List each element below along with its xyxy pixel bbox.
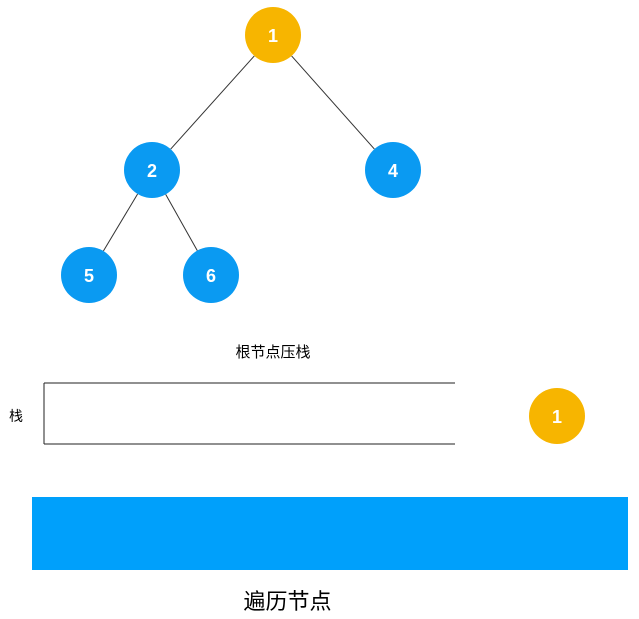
pushing-node-circle — [529, 388, 585, 444]
tree-node-1-label: 1 — [268, 26, 278, 46]
edge-n2-n6 — [165, 194, 198, 251]
tree-node-4-circle — [365, 142, 421, 198]
tree-node-5-circle — [61, 247, 117, 303]
edge-n2-n5 — [102, 193, 139, 252]
step-caption: 根节点压栈 — [235, 343, 311, 361]
stack-container — [43, 382, 455, 445]
pushing-node: 1 — [529, 388, 585, 444]
traversal-bar — [32, 497, 628, 570]
tree-node-6: 6 — [183, 247, 239, 303]
tree-node-2-circle — [124, 142, 180, 198]
tree-node-2-label: 2 — [147, 161, 157, 181]
tree-node-6-label: 6 — [206, 266, 216, 286]
edge-n1-n4 — [291, 55, 375, 150]
pushing-node-label: 1 — [552, 407, 562, 427]
tree-node-4-label: 4 — [388, 161, 398, 181]
edge-n1-n2 — [170, 55, 255, 150]
tree-node-5-label: 5 — [84, 266, 94, 286]
stack-label: 栈 — [9, 409, 23, 425]
tree-node-2: 2 — [124, 142, 180, 198]
tree-node-5: 5 — [61, 247, 117, 303]
tree-node-6-circle — [183, 247, 239, 303]
traversal-label: 遍历节点 — [243, 590, 332, 615]
tree-node-1-circle — [245, 7, 301, 63]
tree-node-1: 1 — [245, 7, 301, 63]
tree-node-4: 4 — [365, 142, 421, 198]
